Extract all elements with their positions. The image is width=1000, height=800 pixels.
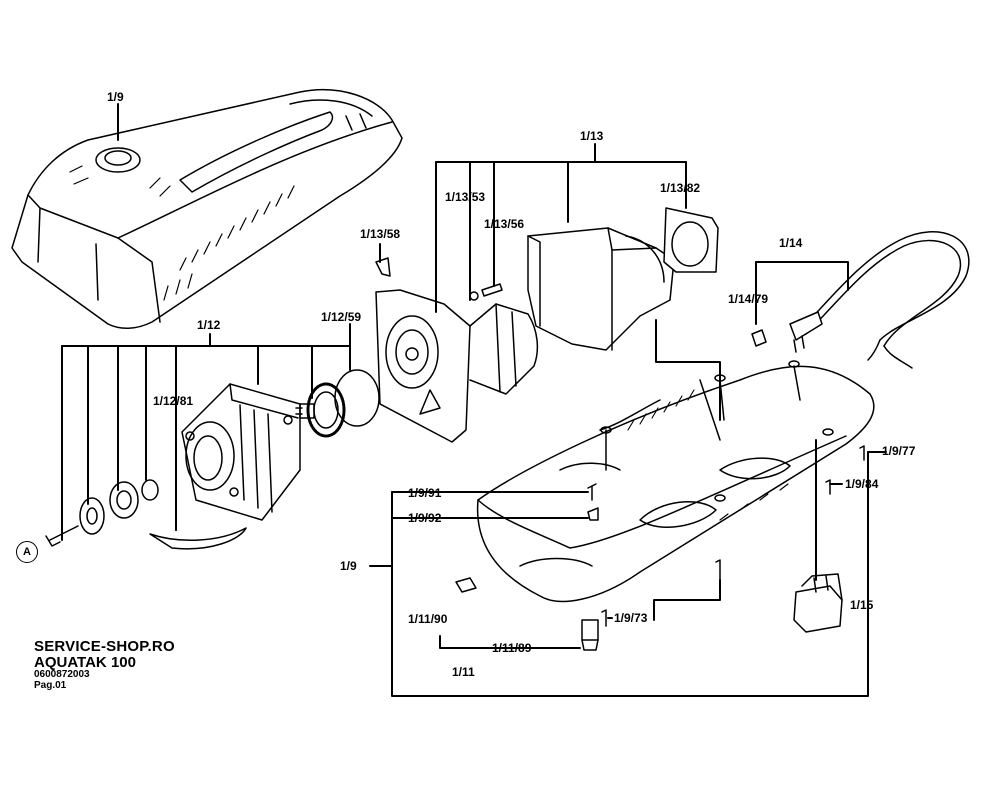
label-1-11-89: 1/11/89 [492,641,532,655]
switch-part [793,573,843,633]
label-1-11-90: 1/11/90 [408,612,448,626]
label-1-14-79: 1/14/79 [728,292,769,306]
o-ring-seal-1-12-81 [149,527,247,550]
o-ring-1-12-59 [334,369,380,427]
screws-and-nuts [455,445,865,651]
label-1-9-top-cover: 1/9 [107,90,124,104]
filter-1-13-82 [663,207,719,273]
motor-assembly-part [375,289,539,443]
label-1-13-58: 1/13/58 [360,227,401,241]
label-1-9-84: 1/9/84 [845,477,879,491]
label-1-12-81: 1/12/81 [153,394,194,408]
label-1-12-59: 1/12/59 [321,310,362,324]
gear-part [295,382,346,438]
label-1-11: 1/11 [452,665,475,679]
part-number: 0600872003 [34,669,90,680]
label-1-9-base: 1/9 [340,559,357,573]
top-cover-part [11,88,403,329]
label-1-15: 1/15 [850,598,874,612]
label-1-9-77: 1/9/77 [882,444,916,458]
label-1-13: 1/13 [580,129,604,143]
motor-cover-1-13 [527,227,675,351]
label-1-12: 1/12 [197,318,221,332]
label-1-13-82: 1/13/82 [660,181,701,195]
pump-housing-part [181,383,301,521]
label-1-9-73: 1/9/73 [614,611,648,625]
label-1-9-91: 1/9/91 [408,486,442,500]
label-1-13-56: 1/13/56 [484,217,525,231]
model-number: 100 [110,654,136,671]
model-name: AQUATAK [34,654,107,671]
callout-lines [61,103,887,697]
label-1-9-92: 1/9/92 [408,511,442,525]
page-number: Pag.01 [34,680,67,691]
model-title: AQUATAK 100 [34,654,136,671]
power-cable-part [751,231,970,369]
label-1-14: 1/14 [779,236,803,250]
shop-name: SERVICE-SHOP.RO [34,638,175,655]
label-1-13-53: 1/13/53 [445,190,486,204]
detail-marker-a: A [16,541,38,563]
bearing-stack [45,479,159,547]
base-housing-part [476,360,875,603]
